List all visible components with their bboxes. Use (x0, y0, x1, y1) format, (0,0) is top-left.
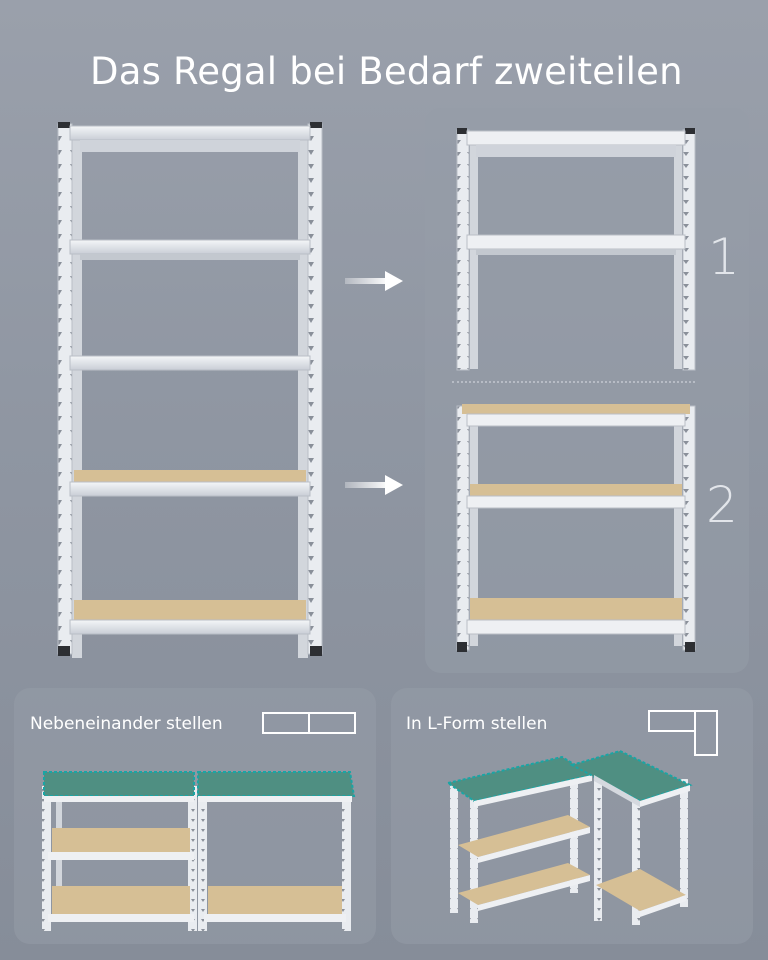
headline: Das Regal bei Bedarf zweiteilen (90, 50, 683, 93)
part-2-shelf-image (456, 404, 696, 652)
dotted-divider (452, 381, 695, 383)
l-shape-layout-icon (648, 710, 718, 756)
part-1-shelf-image (456, 128, 696, 371)
side-by-side-label: Nebeneinander stellen (30, 714, 223, 734)
l-shape-label: In L-Form stellen (406, 714, 548, 734)
arrow-right-icon (345, 475, 403, 495)
part-2-number: 2 (706, 476, 738, 534)
side-by-side-shelves-image (42, 771, 356, 931)
arrow-right-icon (345, 271, 403, 291)
part-1-number: 1 (708, 228, 740, 286)
side-by-side-layout-icon (262, 712, 356, 734)
l-shape-shelves-image (445, 749, 693, 925)
full-shelf-image (57, 122, 323, 658)
